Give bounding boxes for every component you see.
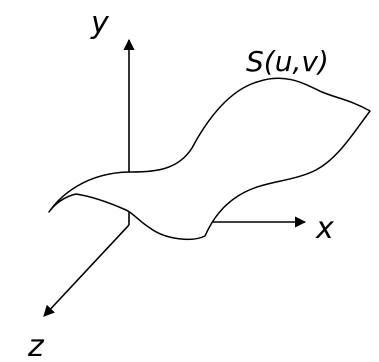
surface-patch xyxy=(48,77,371,241)
y-axis-label: y xyxy=(90,6,110,41)
z-axis xyxy=(43,224,130,317)
z-axis-label: z xyxy=(27,329,45,362)
surface-label: S(u,v) xyxy=(246,45,329,78)
x-axis-label: x xyxy=(315,211,334,246)
